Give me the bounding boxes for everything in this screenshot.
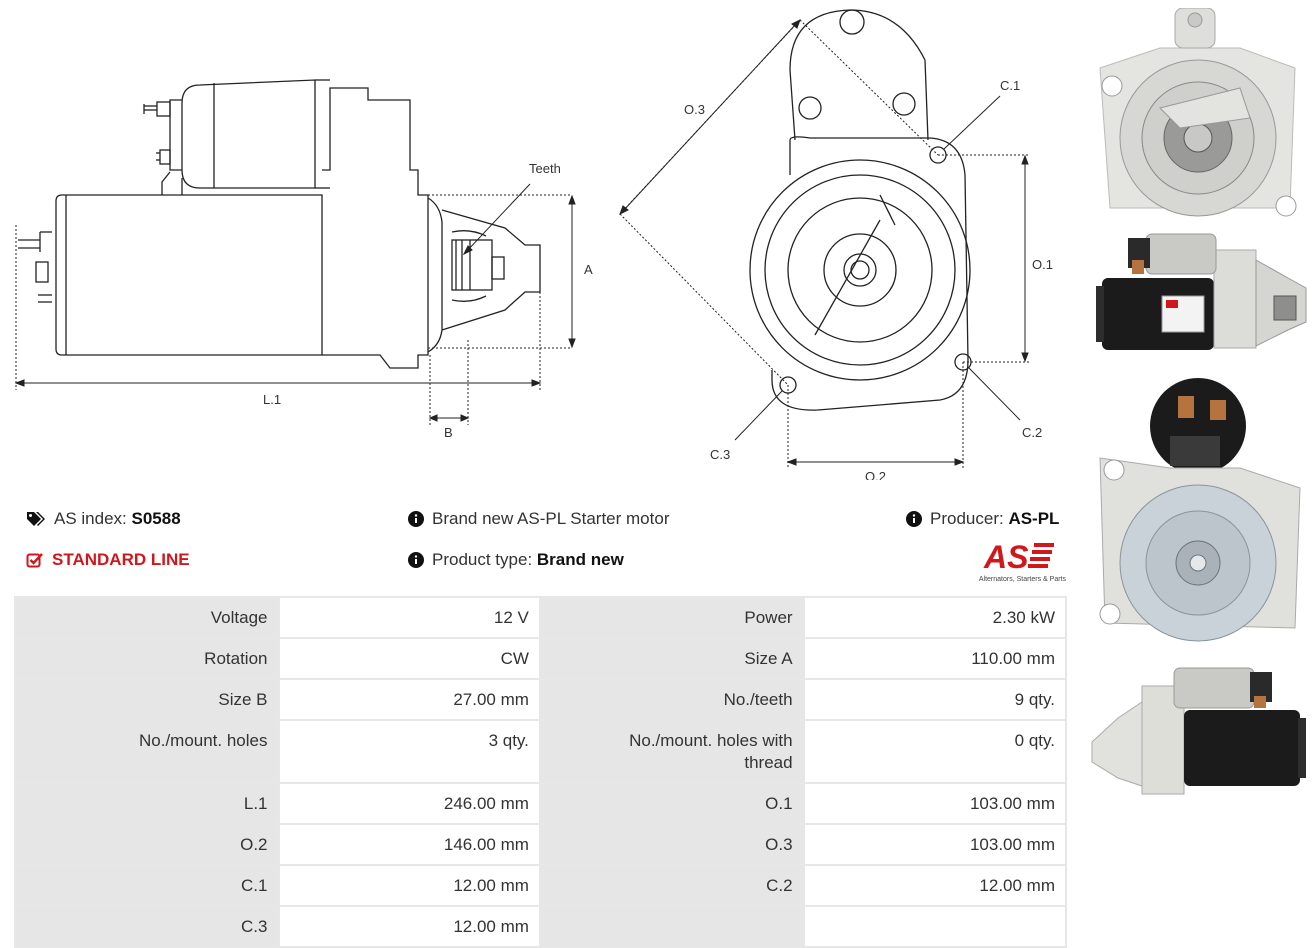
- logo-tagline: Alternators, Starters & Parts: [979, 576, 1067, 583]
- spec-value: [802, 905, 1068, 948]
- spec-label: Rotation: [14, 637, 280, 680]
- check-square-icon: [26, 553, 43, 568]
- spec-label: Voltage: [14, 596, 280, 639]
- producer: Producer: AS-PL: [906, 509, 1059, 529]
- logo-mark: AS: [983, 539, 1029, 575]
- spec-label: Size B: [14, 678, 280, 721]
- as-index-value: S0588: [131, 509, 181, 528]
- spec-value: 103.00 mm: [802, 823, 1068, 866]
- product-photo-front: [1099, 8, 1297, 217]
- product-type: Product type: Brand new: [408, 550, 624, 570]
- standard-line-text: STANDARD LINE: [52, 550, 190, 569]
- as-index-label: AS index:: [54, 509, 127, 528]
- spec-value: 246.00 mm: [277, 782, 541, 825]
- dimension-b-label: B: [444, 425, 453, 440]
- as-pl-logo: AS Alternators, Starters & Parts: [979, 539, 1067, 583]
- spec-label: Power: [538, 596, 805, 639]
- product-photo-side-rear: [1091, 667, 1306, 795]
- dimension-l1-label: L.1: [263, 392, 281, 407]
- spec-label: No./teeth: [538, 678, 805, 721]
- spec-label: C.3: [14, 905, 280, 948]
- producer-value: AS-PL: [1008, 509, 1060, 528]
- tags-icon: [27, 512, 45, 526]
- info-icon: [408, 552, 424, 568]
- spec-value: 12.00 mm: [277, 905, 541, 948]
- spec-label: C.1: [14, 864, 280, 907]
- spec-value: 3 qty.: [277, 719, 541, 784]
- spec-value: 12.00 mm: [277, 864, 541, 907]
- side-view: [18, 79, 541, 369]
- technical-drawing: Teeth A L.1 B: [14, 9, 1053, 480]
- product-description: Brand new AS-PL Starter motor: [408, 509, 669, 529]
- spec-value: 110.00 mm: [802, 637, 1068, 680]
- spec-label: C.2: [538, 864, 805, 907]
- product-photo-rear: [1099, 378, 1301, 642]
- dimension-o1-label: O.1: [1032, 257, 1053, 272]
- teeth-label: Teeth: [529, 161, 561, 176]
- producer-label: Producer:: [930, 509, 1004, 528]
- dimension-o2-label: O.2: [865, 469, 886, 480]
- spec-value: 12 V: [277, 596, 541, 639]
- description-text: Brand new AS-PL Starter motor: [432, 509, 670, 528]
- info-icon: [408, 511, 424, 527]
- product-type-value: Brand new: [536, 550, 624, 569]
- standard-line-badge: STANDARD LINE: [26, 550, 190, 570]
- dimension-c2-label: C.2: [1022, 425, 1042, 440]
- spec-label: O.1: [538, 782, 805, 825]
- info-icon: [906, 511, 922, 527]
- product-photo-side: [1096, 233, 1307, 350]
- spec-value: 9 qty.: [802, 678, 1068, 721]
- dimension-a-label: A: [584, 262, 593, 277]
- side-dimension-arrows: [14, 183, 576, 422]
- spec-label: No./mount. holes with thread: [538, 719, 805, 784]
- spec-label: Size A: [538, 637, 805, 680]
- spec-label: O.2: [14, 823, 280, 866]
- spec-value: 146.00 mm: [277, 823, 541, 866]
- spec-value: CW: [277, 637, 541, 680]
- spec-label: O.3: [538, 823, 805, 866]
- product-type-label: Product type:: [432, 550, 533, 569]
- dimension-c1-label: C.1: [1000, 78, 1020, 93]
- front-dimension-arrows: [619, 18, 1029, 466]
- spec-value: 103.00 mm: [802, 782, 1068, 825]
- spec-label: [538, 905, 805, 948]
- spec-label: No./mount. holes: [14, 719, 280, 784]
- side-dimensions: [15, 194, 572, 425]
- spec-value: 0 qty.: [802, 719, 1068, 784]
- as-index: AS index: S0588: [26, 509, 181, 529]
- front-dimensions: [619, 19, 1030, 468]
- dimension-o3-label: O.3: [684, 102, 705, 117]
- front-view: [749, 9, 972, 411]
- spec-value: 27.00 mm: [277, 678, 541, 721]
- spec-value: 12.00 mm: [802, 864, 1068, 907]
- spec-label: L.1: [14, 782, 280, 825]
- spec-value: 2.30 kW: [802, 596, 1068, 639]
- dimension-c3-label: C.3: [710, 447, 730, 462]
